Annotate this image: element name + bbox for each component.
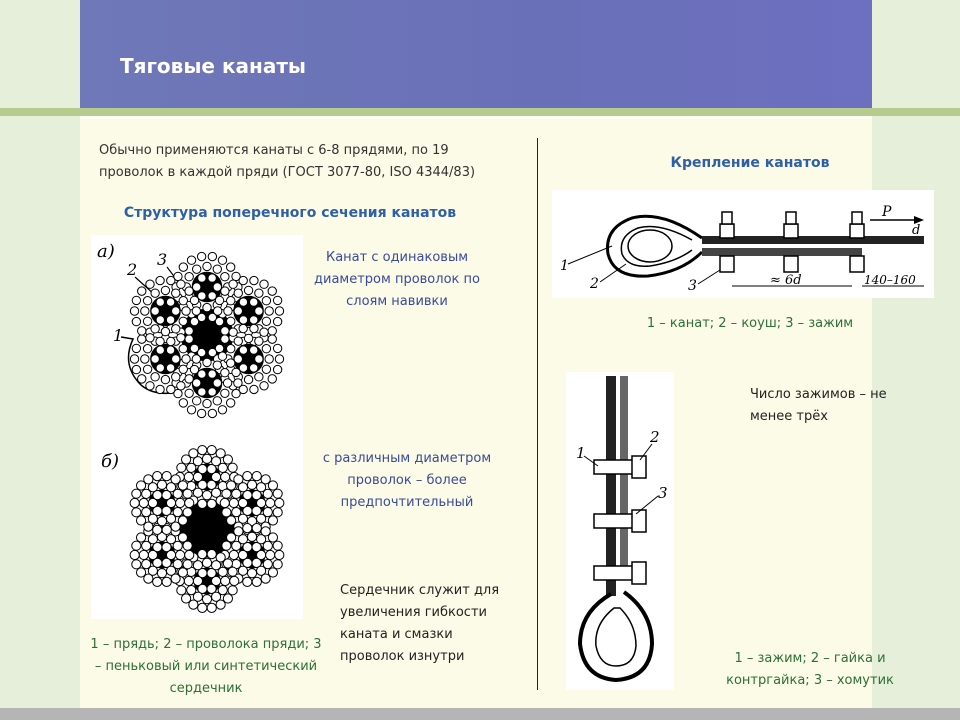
label-1: 1	[113, 326, 123, 345]
rope-cross-section-figure: а) 2 3 1 б)	[91, 235, 303, 619]
left-band	[0, 0, 80, 720]
slide-title: Тяговые канаты	[120, 54, 307, 78]
caption-right-top: 1 – канат; 2 – коуш; 3 – зажим	[646, 316, 854, 331]
clamp-figure: 1 2 3	[566, 372, 674, 690]
label-spacing: ≈ 6d	[770, 273, 802, 288]
section-heading: Структура поперечного сечения канатов	[123, 205, 457, 221]
bottom-bar	[0, 708, 960, 720]
title-bar	[80, 0, 872, 108]
note-clamps: Число зажимов – не менее трёх	[750, 387, 887, 424]
column-divider	[537, 138, 538, 690]
label-b: б)	[101, 451, 119, 472]
fixing-heading: Крепление канатов	[670, 155, 830, 171]
label-2: 2	[126, 260, 137, 279]
thimble-figure: P d ≈ 6d 140–160 1 2 3	[552, 190, 934, 298]
caption-left: 1 – прядь; 2 – проволока пряди; 3 – пень…	[90, 637, 322, 696]
label-3: 3	[688, 278, 697, 294]
label-a: а)	[97, 241, 115, 262]
label-2: 2	[589, 276, 599, 292]
note-different-wires: с различным диаметром проволок – более п…	[322, 451, 492, 510]
label-1: 1	[560, 258, 569, 274]
label-force: P	[881, 204, 892, 220]
rope-b-diagram	[129, 445, 285, 613]
header-divider	[0, 108, 960, 116]
label-diameter: d	[912, 223, 920, 238]
right-band	[872, 0, 960, 720]
note-equal-wires: Канат с одинаковым диаметром проволок по…	[314, 250, 480, 309]
label-3: 3	[658, 484, 668, 502]
intro-text: Обычно применяются канаты с 6-8 прядями,…	[99, 143, 476, 180]
label-end-length: 140–160	[864, 273, 916, 287]
label-1: 1	[576, 444, 586, 462]
label-3: 3	[157, 250, 167, 269]
rope-a-diagram	[129, 251, 285, 419]
note-core: Сердечник служит для увеличения гибкости…	[340, 583, 500, 664]
caption-right-bottom: 1 – зажим; 2 – гайка и контргайка; 3 – х…	[726, 651, 894, 688]
label-2: 2	[649, 428, 660, 446]
